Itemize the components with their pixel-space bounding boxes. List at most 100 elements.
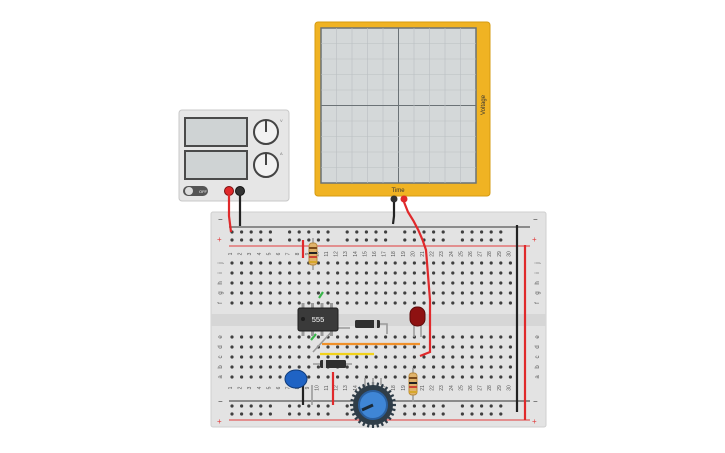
breadboard-hole[interactable] [432, 301, 436, 305]
breadboard-hole[interactable] [508, 291, 512, 295]
breadboard-hole[interactable] [230, 355, 234, 359]
breadboard-hole[interactable] [480, 291, 484, 295]
rail-hole[interactable] [297, 238, 301, 242]
breadboard-hole[interactable] [393, 345, 397, 349]
rail-hole[interactable] [489, 412, 493, 416]
breadboard-hole[interactable] [422, 271, 426, 275]
rail-hole[interactable] [355, 230, 359, 234]
rail-hole[interactable] [345, 412, 349, 416]
breadboard-hole[interactable] [499, 375, 503, 379]
breadboard-hole[interactable] [326, 301, 330, 305]
breadboard-hole[interactable] [297, 335, 301, 339]
breadboard-hole[interactable] [374, 281, 378, 285]
breadboard-hole[interactable] [403, 291, 407, 295]
breadboard-hole[interactable] [230, 335, 234, 339]
breadboard-hole[interactable] [336, 335, 340, 339]
breadboard-hole[interactable] [345, 261, 349, 265]
breadboard-hole[interactable] [499, 281, 503, 285]
breadboard-hole[interactable] [259, 345, 263, 349]
breadboard-hole[interactable] [326, 345, 330, 349]
breadboard-hole[interactable] [384, 365, 388, 369]
breadboard-hole[interactable] [441, 291, 445, 295]
breadboard-hole[interactable] [384, 335, 388, 339]
breadboard-hole[interactable] [412, 271, 416, 275]
breadboard-hole[interactable] [268, 355, 272, 359]
breadboard-hole[interactable] [489, 291, 493, 295]
breadboard-hole[interactable] [470, 261, 474, 265]
breadboard-hole[interactable] [336, 375, 340, 379]
diode-bottom[interactable] [313, 360, 352, 368]
breadboard-hole[interactable] [364, 271, 368, 275]
breadboard-hole[interactable] [422, 261, 426, 265]
breadboard-hole[interactable] [489, 271, 493, 275]
breadboard-hole[interactable] [393, 281, 397, 285]
rail-hole[interactable] [307, 230, 311, 234]
breadboard-hole[interactable] [249, 291, 253, 295]
breadboard-hole[interactable] [460, 281, 464, 285]
breadboard-hole[interactable] [451, 301, 455, 305]
breadboard-hole[interactable] [403, 375, 407, 379]
breadboard-hole[interactable] [403, 281, 407, 285]
breadboard-hole[interactable] [336, 281, 340, 285]
breadboard-hole[interactable] [316, 355, 320, 359]
breadboard-hole[interactable] [278, 281, 282, 285]
breadboard-hole[interactable] [355, 281, 359, 285]
breadboard-hole[interactable] [489, 261, 493, 265]
breadboard-hole[interactable] [412, 345, 416, 349]
breadboard-hole[interactable] [345, 345, 349, 349]
breadboard-hole[interactable] [278, 291, 282, 295]
breadboard-hole[interactable] [470, 375, 474, 379]
breadboard-hole[interactable] [384, 375, 388, 379]
breadboard-hole[interactable] [499, 345, 503, 349]
breadboard-hole[interactable] [432, 261, 436, 265]
breadboard-hole[interactable] [268, 345, 272, 349]
breadboard-hole[interactable] [268, 365, 272, 369]
rail-hole[interactable] [489, 404, 493, 408]
breadboard-hole[interactable] [268, 335, 272, 339]
breadboard-hole[interactable] [470, 355, 474, 359]
rail-hole[interactable] [412, 412, 416, 416]
breadboard-hole[interactable] [297, 301, 301, 305]
rail-hole[interactable] [384, 238, 388, 242]
breadboard-hole[interactable] [307, 345, 311, 349]
breadboard-hole[interactable] [288, 261, 292, 265]
breadboard-hole[interactable] [345, 365, 349, 369]
rail-hole[interactable] [316, 404, 320, 408]
breadboard-hole[interactable] [470, 281, 474, 285]
breadboard-hole[interactable] [422, 281, 426, 285]
rail-hole[interactable] [345, 404, 349, 408]
breadboard-hole[interactable] [412, 261, 416, 265]
breadboard-hole[interactable] [432, 365, 436, 369]
breadboard-hole[interactable] [489, 355, 493, 359]
breadboard-hole[interactable] [451, 375, 455, 379]
breadboard-hole[interactable] [297, 291, 301, 295]
breadboard-hole[interactable] [268, 261, 272, 265]
breadboard-hole[interactable] [259, 271, 263, 275]
breadboard-hole[interactable] [508, 261, 512, 265]
breadboard-hole[interactable] [355, 291, 359, 295]
breadboard-hole[interactable] [316, 291, 320, 295]
rail-hole[interactable] [480, 230, 484, 234]
rail-hole[interactable] [470, 404, 474, 408]
breadboard-hole[interactable] [508, 345, 512, 349]
breadboard-hole[interactable] [441, 375, 445, 379]
diode-top[interactable] [355, 320, 380, 328]
breadboard-hole[interactable] [259, 291, 263, 295]
breadboard-hole[interactable] [230, 271, 234, 275]
breadboard-hole[interactable] [355, 271, 359, 275]
rail-hole[interactable] [422, 230, 426, 234]
breadboard-hole[interactable] [384, 355, 388, 359]
breadboard-hole[interactable] [441, 335, 445, 339]
breadboard-hole[interactable] [470, 271, 474, 275]
breadboard-hole[interactable] [508, 355, 512, 359]
rail-hole[interactable] [441, 238, 445, 242]
breadboard-hole[interactable] [268, 281, 272, 285]
breadboard-hole[interactable] [374, 375, 378, 379]
breadboard-hole[interactable] [508, 365, 512, 369]
rail-hole[interactable] [364, 238, 368, 242]
breadboard-hole[interactable] [480, 355, 484, 359]
scope-ground-wire[interactable] [391, 202, 396, 225]
breadboard-hole[interactable] [480, 335, 484, 339]
breadboard-hole[interactable] [240, 365, 244, 369]
breadboard-hole[interactable] [374, 365, 378, 369]
